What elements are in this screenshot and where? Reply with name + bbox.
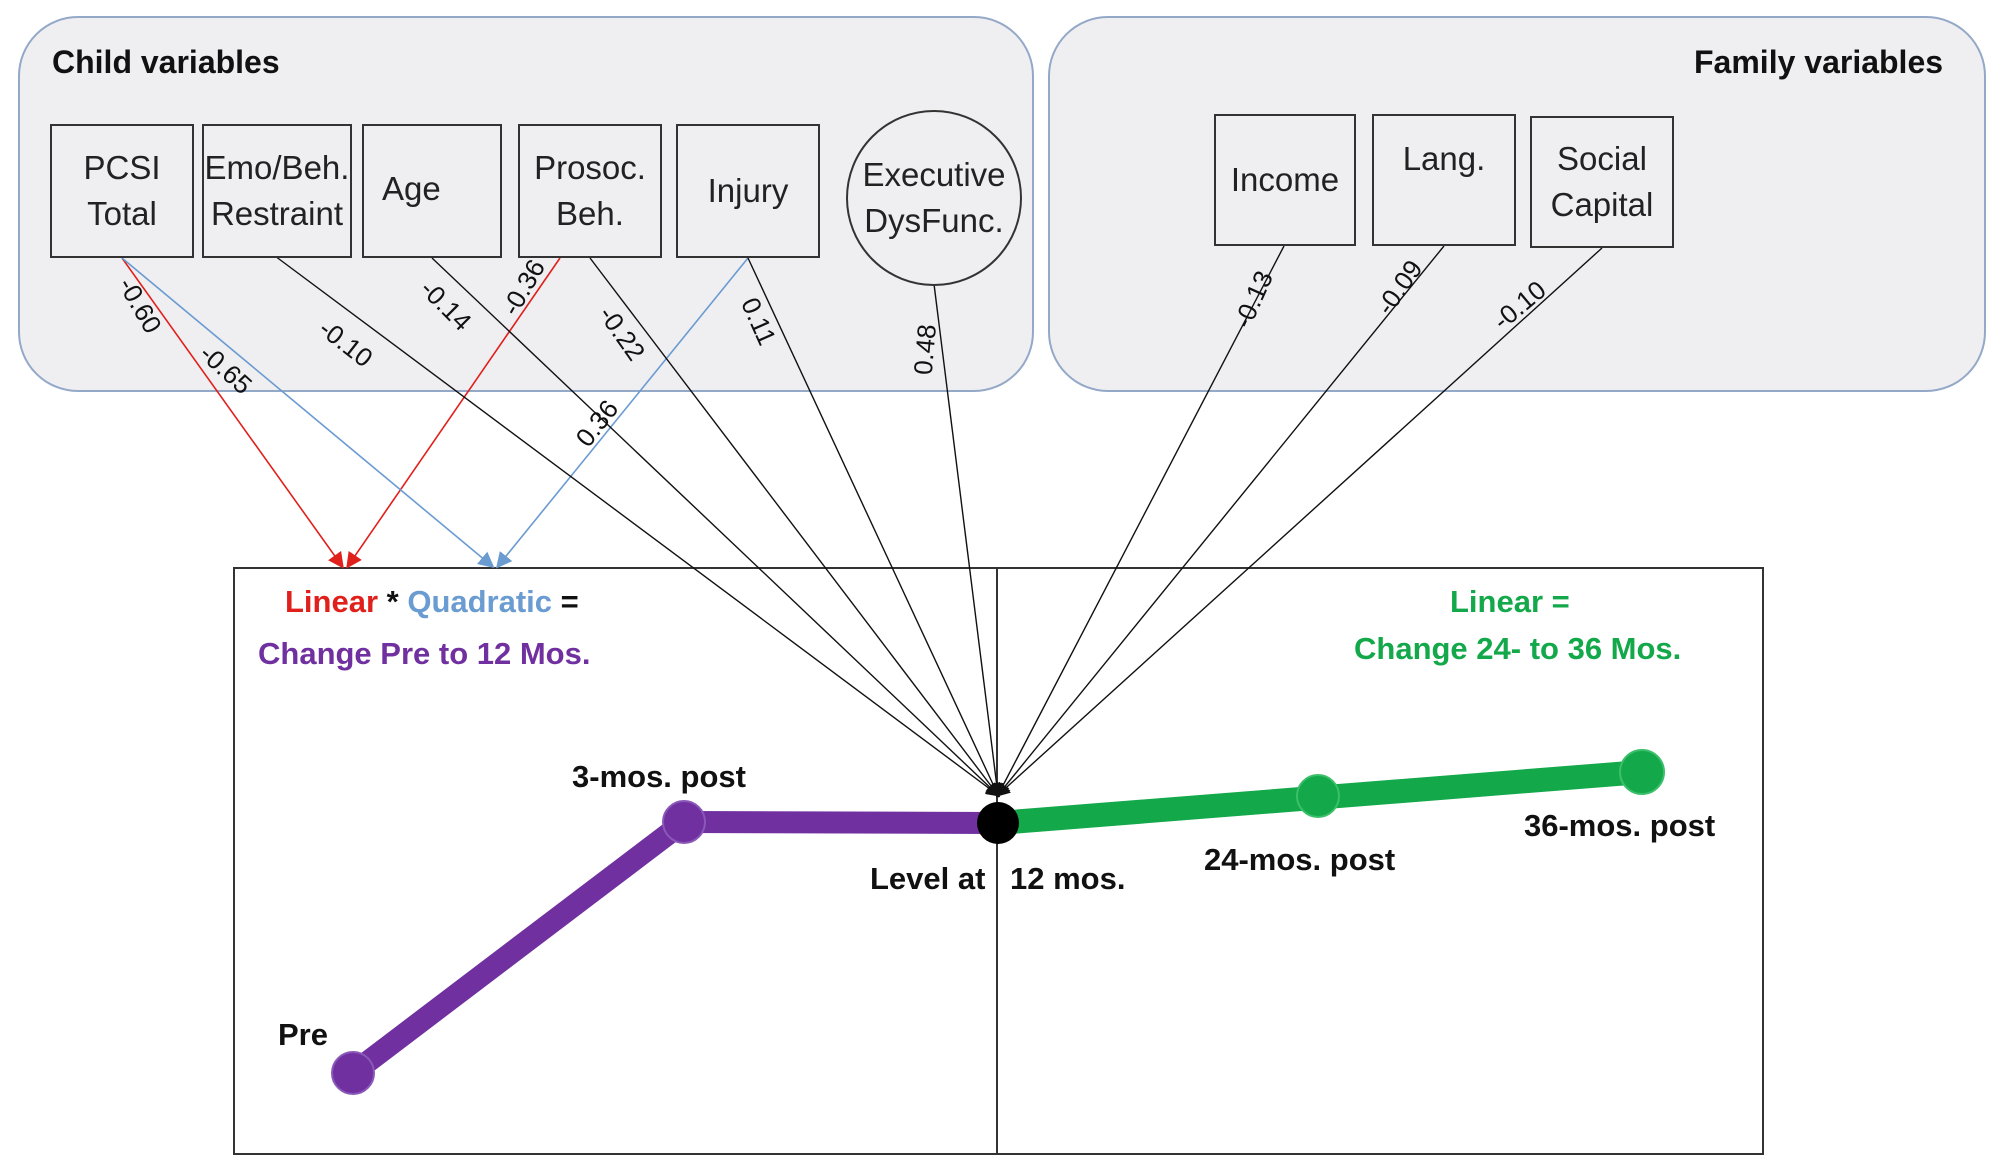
- path-income-to-level: [996, 245, 1285, 798]
- label-3mo: 3-mos. post: [572, 759, 746, 794]
- right-plot-title: Linear =: [1450, 584, 1570, 619]
- var-pcsi-total: PCSI Total: [50, 124, 194, 258]
- trajectory-pre-to-3mo: [342, 811, 695, 1084]
- var-prosoc-beh: Prosoc. Beh.: [518, 124, 662, 258]
- child-variables-title: Child variables: [52, 44, 280, 80]
- label-level-at: Level at: [870, 861, 986, 896]
- point-36mo: [1619, 749, 1665, 795]
- left-plot-title: Linear * Quadratic =: [285, 584, 579, 620]
- left-plot-subtitle: Change Pre to 12 Mos.: [258, 636, 591, 671]
- var-social-capital: Social Capital: [1530, 116, 1674, 248]
- equals-symbol: =: [552, 584, 579, 619]
- times-symbol: *: [378, 584, 408, 619]
- label-12mo: 12 mos.: [1010, 861, 1126, 896]
- var-lang: Lang.: [1372, 114, 1516, 246]
- path-social-to-level: [995, 247, 1603, 797]
- var-emo-beh-restraint: Emo/Beh. Restraint: [202, 124, 352, 258]
- family-variables-title: Family variables: [1694, 44, 1944, 80]
- quadratic-term-label: Quadratic: [407, 584, 553, 619]
- path-injury-to-quadratic: [495, 257, 749, 569]
- linear-term-label: Linear: [285, 584, 379, 619]
- right-plot-subtitle: Change 24- to 36 Mos.: [1354, 631, 1682, 666]
- label-24mo: 24-mos. post: [1204, 842, 1396, 877]
- var-income: Income: [1214, 114, 1356, 246]
- coef-exec-level: 0.48: [907, 322, 942, 376]
- point-24mo: [1296, 774, 1340, 818]
- label-pre: Pre: [278, 1017, 328, 1052]
- family-variables-panel: [1048, 16, 1986, 392]
- path-emo-to-level: [274, 255, 1001, 797]
- var-executive-dysfunc: Executive DysFunc.: [846, 110, 1022, 286]
- label-36mo: 36-mos. post: [1524, 808, 1716, 843]
- point-3mo: [662, 800, 706, 844]
- path-lang-to-level: [996, 245, 1445, 798]
- plot-panel-right: [996, 567, 1764, 1155]
- point-12mo-level: [977, 802, 1019, 844]
- path-injury-to-level: [747, 257, 1000, 798]
- path-pcsi-to-quadratic: [121, 257, 495, 569]
- var-injury: Injury: [676, 124, 820, 258]
- point-pre: [331, 1051, 375, 1095]
- path-prosoc-to-linear: [346, 257, 561, 569]
- path-age-to-level: [431, 257, 1001, 797]
- path-exec-to-level: [933, 283, 1004, 798]
- var-age: Age: [362, 124, 502, 258]
- path-prosoc-to-level: [589, 257, 1000, 798]
- path-pcsi-to-linear: [121, 257, 344, 569]
- trajectory-3mo-to-12mo: [673, 811, 1007, 834]
